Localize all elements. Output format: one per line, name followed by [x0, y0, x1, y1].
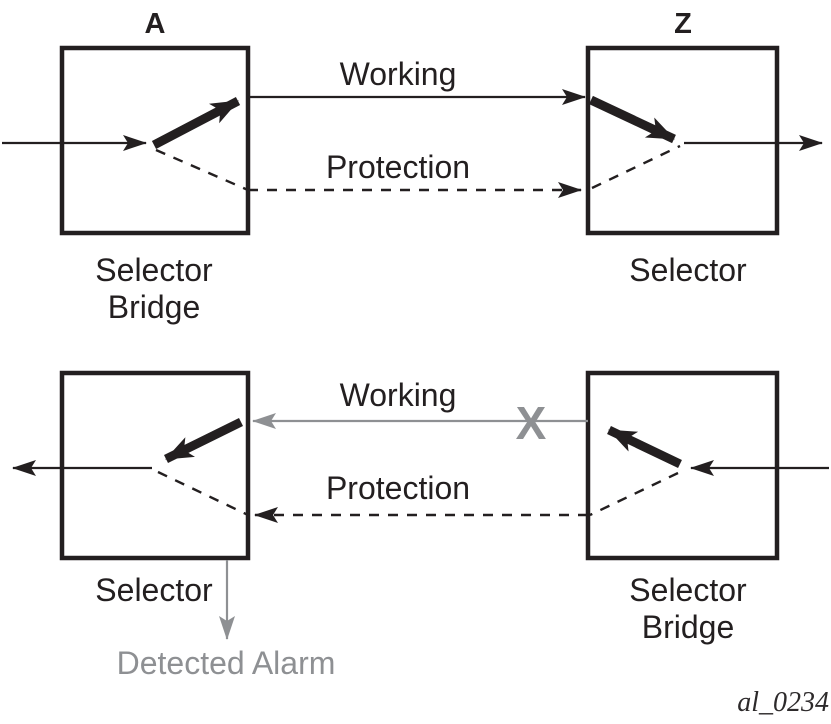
node-z-selector-from-working-arrow [589, 95, 676, 144]
node-a-caption-line1: Selector [95, 252, 213, 288]
node-a-selector-bridge-box [59, 45, 251, 236]
figure-id: al_0234 [737, 687, 829, 718]
bottom-right-bridge-to-protection-dashed [589, 471, 679, 517]
detected-alarm-label: Detected Alarm [117, 645, 336, 681]
bottom-right-caption-line1: Selector [629, 572, 747, 608]
node-a-label: A [145, 8, 166, 40]
node-z-selector-box [585, 45, 780, 236]
protection-label-top: Protection [326, 149, 470, 185]
node-z-label: Z [674, 8, 692, 40]
node-a-switch-to-working-arrow [151, 97, 241, 149]
bottom-left-selector-from-working-arrow [164, 417, 243, 464]
node-a-caption-line2: Bridge [108, 289, 201, 325]
working-label-bottom: Working [340, 377, 457, 413]
bottom-left-selector-protection-dashed [157, 470, 249, 517]
failure-x-icon: X [516, 397, 547, 449]
bottom-left-selector-box [59, 370, 251, 561]
node-a-bridge-to-protection-dashed [155, 148, 249, 192]
protection-label-bottom: Protection [326, 470, 470, 506]
bottom-left-caption: Selector [95, 572, 213, 608]
node-z-selector-protection-dashed [591, 144, 681, 190]
bottom-right-switch-to-working-arrow [607, 425, 682, 469]
bottom-right-caption-line2: Bridge [642, 609, 735, 645]
node-z-caption: Selector [629, 252, 747, 288]
bottom-right-selector-bridge-box [585, 370, 780, 561]
working-label-top: Working [340, 56, 457, 92]
